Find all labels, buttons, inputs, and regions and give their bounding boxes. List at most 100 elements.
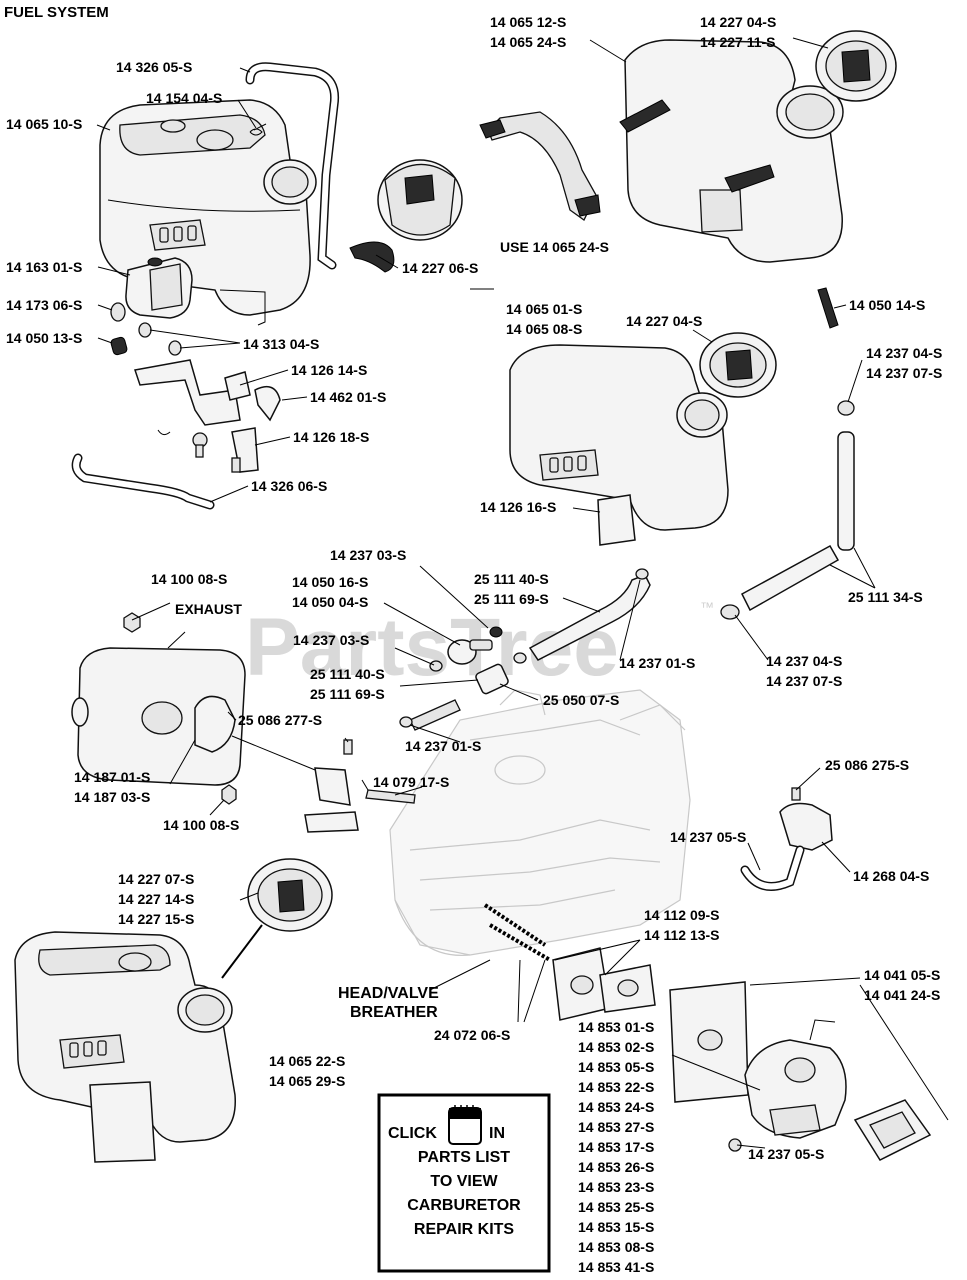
exhaust-nut-bottom[interactable] (221, 784, 237, 805)
head-bolts[interactable] (483, 903, 552, 962)
vapor-canister[interactable] (125, 257, 193, 319)
label-25111-69-mid: 25 111 69-S (310, 686, 385, 702)
label-14100-08-top: 14 100 08-S (151, 571, 227, 587)
fuel-line-right[interactable] (720, 431, 855, 620)
carburetor-part-list: 14 853 01-S 14 853 02-S 14 853 05-S 14 8… (578, 1019, 654, 1275)
carb-item: 14 853 01-S (578, 1019, 654, 1035)
filter-rod[interactable] (817, 287, 839, 329)
part-labels: 14 326 05-S 14 154 04-S 14 065 10-S 14 1… (6, 14, 942, 1162)
carb-item: 14 853 27-S (578, 1119, 654, 1135)
label-14050-16: 14 050 16-S (292, 574, 368, 590)
label-14227-04-top: 14 227 04-S (700, 14, 776, 30)
label-25086-277: 25 086 277-S (238, 712, 322, 728)
carb-item: 14 853 17-S (578, 1139, 654, 1155)
label-25111-40-top: 25 111 40-S (474, 571, 549, 587)
click-text: CLICK (388, 1125, 437, 1142)
fuel-hose-top[interactable] (245, 62, 340, 270)
carburetor-text: CARBURETOR (407, 1197, 521, 1214)
carb-item: 14 853 25-S (578, 1199, 654, 1215)
label-14041-05: 14 041 05-S (864, 967, 940, 983)
tank-strap[interactable] (479, 111, 601, 221)
mounting-bracket[interactable] (134, 322, 281, 426)
label-14326-05: 14 326 05-S (116, 59, 192, 75)
label-14237-01-left: 14 237 01-S (405, 738, 481, 754)
label-14065-12: 14 065 12-S (490, 14, 566, 30)
fuel-cap-middle[interactable] (699, 332, 777, 398)
label-breather: BREATHER (350, 1004, 438, 1021)
label-25086-275: 25 086 275-S (825, 757, 909, 773)
label-14050-04: 14 050 04-S (292, 594, 368, 610)
label-14079-17: 14 079 17-S (373, 774, 449, 790)
label-14126-18: 14 126 18-S (293, 429, 369, 445)
carb-item: 14 853 24-S (578, 1099, 654, 1115)
carb-item: 14 853 23-S (578, 1179, 654, 1195)
label-14462-01: 14 462 01-S (310, 389, 386, 405)
carburetor[interactable] (744, 1019, 847, 1139)
gasket-small[interactable] (552, 947, 656, 1021)
fuel-tank-top-right[interactable] (619, 39, 844, 263)
label-14065-22: 14 065 22-S (269, 1053, 345, 1069)
label-25050-07: 25 050 07-S (543, 692, 619, 708)
fuel-cap-top-right[interactable] (815, 30, 897, 102)
fuel-tank-bottom-left[interactable] (14, 931, 236, 1163)
fuel-hose-lower[interactable] (71, 453, 215, 510)
label-14163-01: 14 163 01-S (6, 259, 82, 275)
fuel-cap-with-tether[interactable] (349, 159, 463, 273)
label-14237-05-pump: 14 237 05-S (670, 829, 746, 845)
label-14112-13: 14 112 13-S (644, 927, 720, 943)
carburetor-kits-notice[interactable]: CLICK IN PARTS LIST TO VIEW CARBURETOR R… (377, 1093, 551, 1273)
carb-item: 14 853 05-S (578, 1059, 654, 1075)
gasket-large[interactable] (669, 981, 749, 1103)
label-25111-34: 25 111 34-S (848, 589, 923, 605)
diagram-title: FUEL SYSTEM (4, 4, 109, 21)
lower-bracket[interactable] (157, 427, 259, 473)
parts-list-text: PARTS LIST (418, 1149, 510, 1166)
shutoff-valve[interactable] (447, 626, 503, 665)
label-14050-14: 14 050 14-S (849, 297, 925, 313)
carb-item: 14 853 15-S (578, 1219, 654, 1235)
breather-cap[interactable] (110, 302, 126, 322)
air-filter-gasket[interactable] (853, 1099, 932, 1161)
screw-25086277[interactable] (343, 739, 353, 755)
spring-part[interactable] (110, 336, 128, 356)
label-exhaust: EXHAUST (175, 601, 242, 617)
label-14173-06: 14 173 06-S (6, 297, 82, 313)
label-14126-16: 14 126 16-S (480, 499, 556, 515)
fuel-tank-middle[interactable] (509, 344, 729, 546)
label-14237-05-carb: 14 237 05-S (748, 1146, 824, 1162)
label-25111-40-mid: 25 111 40-S (310, 666, 385, 682)
carb-item: 14 853 41-S (578, 1259, 654, 1275)
repair-kits-text: REPAIR KITS (414, 1221, 514, 1238)
label-14065-24: 14 065 24-S (490, 34, 566, 50)
engine-block (389, 689, 691, 956)
label-14065-10: 14 065 10-S (6, 116, 82, 132)
label-14227-04-mid: 14 227 04-S (626, 313, 702, 329)
carb-item: 14 853 26-S (578, 1159, 654, 1175)
label-14237-07-top: 14 237 07-S (866, 365, 942, 381)
muffler[interactable] (71, 647, 246, 786)
watermark-tm: ™ (700, 599, 714, 615)
label-14227-07: 14 227 07-S (118, 871, 194, 887)
label-14112-09: 14 112 09-S (644, 907, 720, 923)
label-14237-04-bot: 14 237 04-S (766, 653, 842, 669)
heat-shield-and-rod[interactable] (194, 695, 359, 833)
fuel-pump[interactable] (779, 787, 833, 851)
label-14237-07-bot: 14 237 07-S (766, 673, 842, 689)
to-view-text: TO VIEW (430, 1173, 498, 1190)
label-head-valve: HEAD/VALVE (338, 985, 439, 1002)
fuel-cap-bottom-left[interactable] (221, 858, 333, 979)
pump-hose[interactable] (740, 845, 805, 891)
carb-item: 14 853 22-S (578, 1079, 654, 1095)
hose-clamps-center[interactable] (399, 568, 649, 728)
hose-clamp-right[interactable] (837, 400, 855, 416)
leader-lines (96, 37, 949, 1149)
exhaust-nut-top[interactable] (123, 612, 141, 633)
hose-clip-small[interactable] (249, 123, 267, 136)
label-14126-14: 14 126 14-S (291, 362, 367, 378)
label-14065-08: 14 065 08-S (506, 321, 582, 337)
inline-fuel-filter[interactable] (475, 663, 510, 695)
notepad-icon (448, 1105, 482, 1145)
fuel-line-center[interactable] (409, 574, 651, 731)
label-14227-15: 14 227 15-S (118, 911, 194, 927)
